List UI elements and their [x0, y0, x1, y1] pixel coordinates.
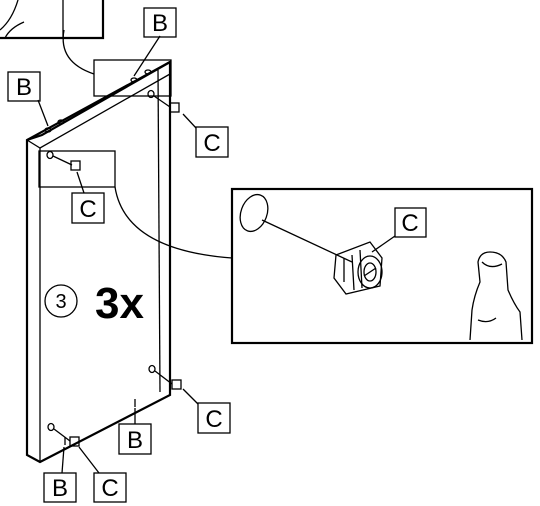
- callout-c-bottom-left: C: [93, 472, 127, 503]
- cam-fitting-left-top: [52, 155, 81, 171]
- svg-text:C: C: [203, 130, 220, 157]
- callout-b-bottom-right: B: [118, 423, 152, 455]
- svg-text:B: B: [152, 10, 168, 37]
- connector-line-detail: [114, 186, 233, 259]
- callout-b-top-left: B: [7, 71, 41, 102]
- connector-line-top: [62, 29, 95, 75]
- cam-fitting-right-bottom: [154, 370, 182, 390]
- side-panel: [25, 60, 172, 464]
- callout-c-left-top: C: [71, 192, 105, 224]
- svg-text:B: B: [127, 427, 143, 454]
- cam-lock-fitting: [333, 241, 383, 295]
- svg-text:3: 3: [55, 291, 66, 313]
- detail-panel: C: [230, 187, 534, 345]
- thumb-drawing: [469, 251, 523, 341]
- cam-fitting-right-top: [153, 95, 180, 113]
- svg-text:C: C: [401, 210, 418, 237]
- callout-b-bottom-left: B: [43, 472, 77, 503]
- left-detail-box: [38, 150, 116, 188]
- quantity-label: 3x: [95, 279, 144, 328]
- svg-text:B: B: [16, 74, 32, 101]
- cam-fitting-left-bottom: [53, 428, 80, 447]
- step-number: 3: [44, 284, 78, 318]
- callout-c-right-top: C: [195, 126, 229, 158]
- svg-text:B: B: [52, 475, 68, 502]
- callout-c-right-bottom: C: [197, 402, 231, 434]
- callout-b-top-right: B: [143, 7, 177, 38]
- previous-panel-fragment: [0, 0, 105, 40]
- svg-text:C: C: [205, 406, 222, 433]
- svg-text:C: C: [79, 196, 96, 223]
- svg-text:C: C: [101, 475, 118, 502]
- top-detail-box: [93, 59, 172, 97]
